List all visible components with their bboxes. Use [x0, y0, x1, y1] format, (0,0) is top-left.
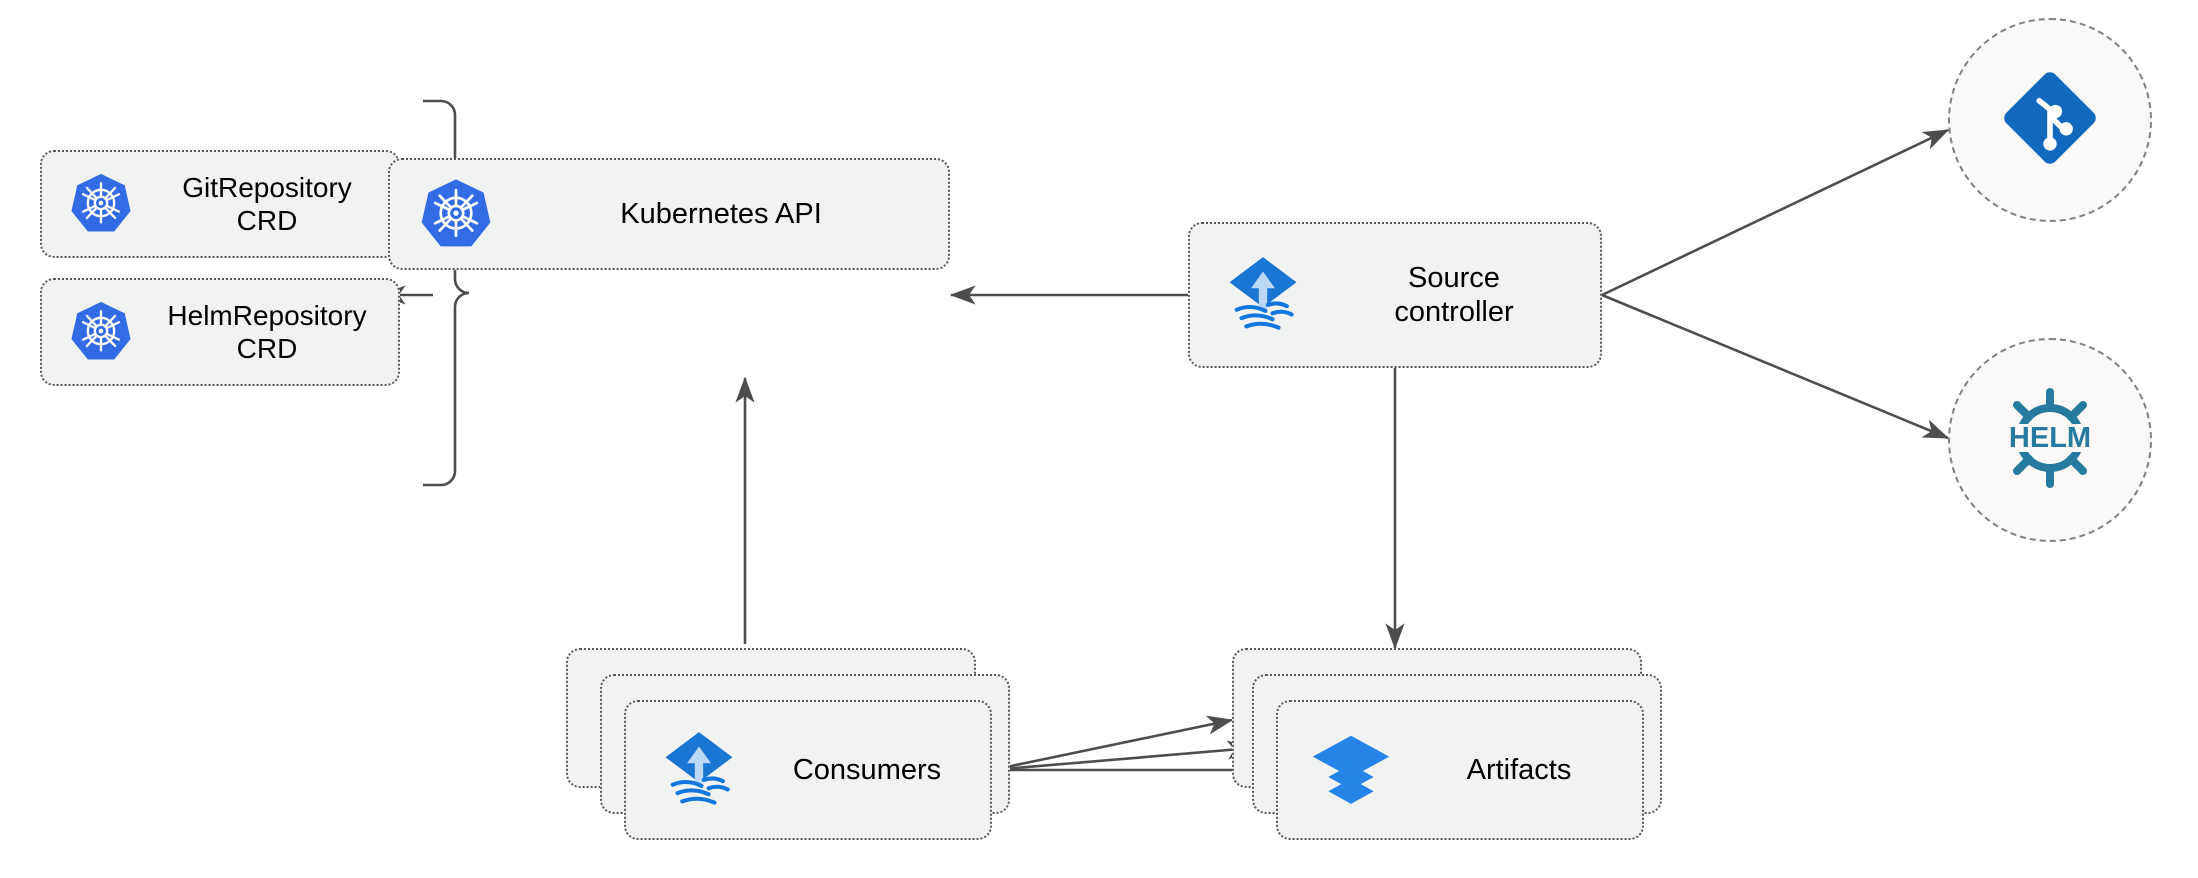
node-consumers[interactable]: Consumers	[624, 700, 992, 840]
flux-icon	[1220, 250, 1306, 341]
helm-icon: HELM	[1990, 378, 2110, 503]
layers-icon	[1308, 725, 1394, 816]
edge-consumers-to-artifacts-1	[991, 715, 1234, 772]
external-git[interactable]	[1948, 18, 2152, 222]
helm-wordmark: HELM	[2009, 422, 2091, 454]
node-label: Kubernetes API	[620, 197, 822, 230]
git-icon	[1996, 64, 2104, 177]
node-label: Consumers	[792, 753, 942, 786]
node-label: GitRepository CRD	[182, 171, 352, 236]
node-label: Source controller	[1394, 261, 1514, 328]
node-artifacts[interactable]: Artifacts	[1276, 700, 1644, 840]
node-helmrepository-crd[interactable]: HelmRepository CRD	[40, 278, 400, 386]
flux-icon	[656, 725, 742, 816]
node-label: HelmRepository CRD	[167, 299, 367, 364]
node-source-controller[interactable]: Source controller	[1188, 222, 1602, 368]
external-helm[interactable]: HELM	[1948, 338, 2152, 542]
kubernetes-icon	[420, 176, 492, 253]
node-kubernetes-api[interactable]: Kubernetes API	[388, 158, 950, 270]
kubernetes-icon	[70, 299, 132, 366]
node-label: Artifacts	[1466, 753, 1572, 786]
edge-consumers-to-artifacts-2	[991, 740, 1254, 772]
kubernetes-icon	[70, 171, 132, 238]
edge-source-to-git	[1601, 128, 1950, 297]
edge-source-to-helm	[1601, 293, 1950, 440]
node-gitrepository-crd[interactable]: GitRepository CRD	[40, 150, 400, 258]
